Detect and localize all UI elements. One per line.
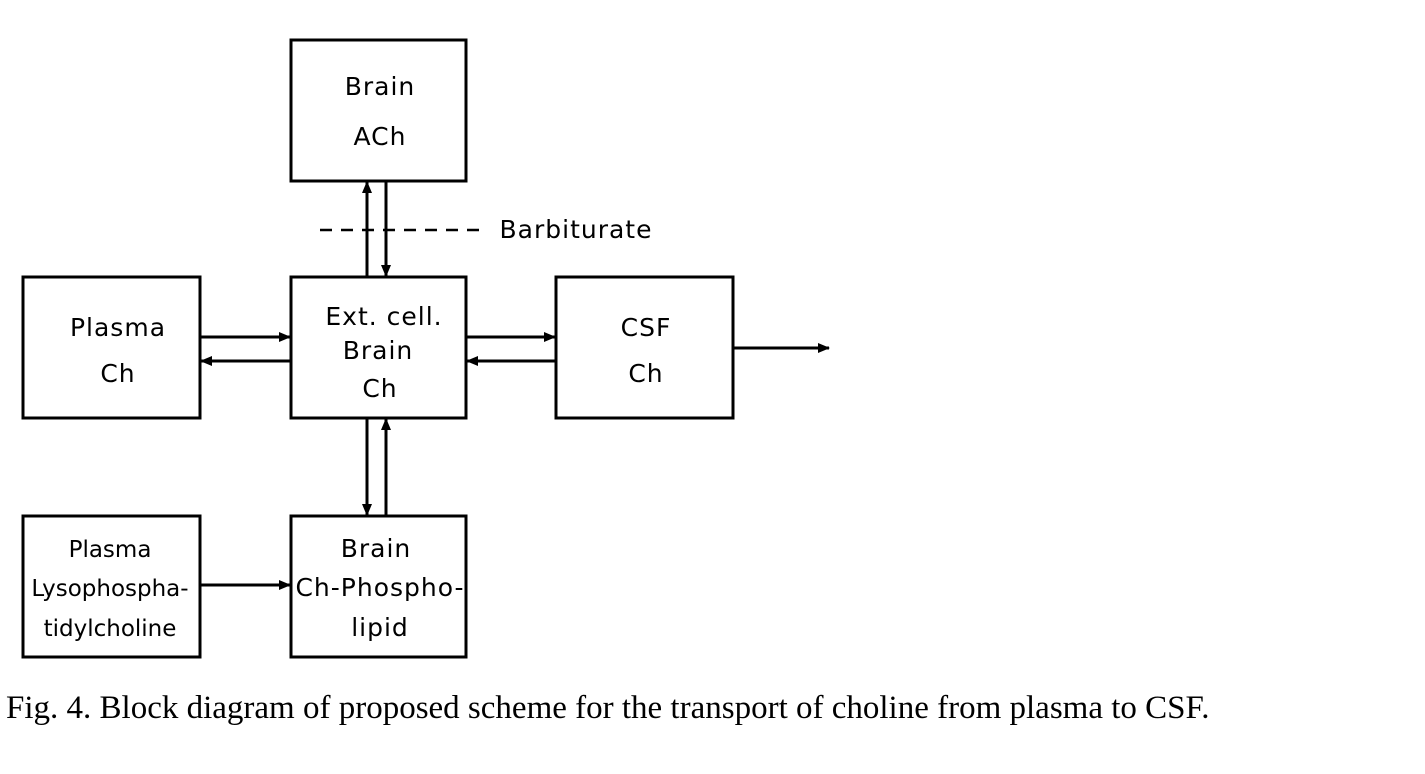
block-diagram: Brain ACh Plasma Ch Ext. cell. Brain Ch …: [21, 38, 830, 659]
node-ext-cell-line3: Ch: [362, 374, 397, 403]
node-ext-cell-brain-ch: Ext. cell. Brain Ch: [289, 275, 468, 420]
barbiturate-label: Barbiturate: [500, 215, 653, 244]
node-brain-phospholipid-line2: Ch-Phospho-: [295, 573, 464, 602]
node-brain-ach-line2: ACh: [354, 122, 407, 151]
node-plasma-lyso-line1: Plasma: [69, 537, 152, 563]
node-brain-ch-phospholipid: Brain Ch-Phospho- lipid: [289, 514, 468, 659]
node-brain-phospholipid-line1: Brain: [341, 534, 412, 563]
node-plasma-ch-line1: Plasma: [70, 313, 166, 342]
node-brain-ach-line1: Brain: [345, 72, 416, 101]
figure-caption: Fig. 4. Block diagram of proposed scheme…: [6, 690, 1210, 726]
node-plasma-ch: Plasma Ch: [21, 275, 202, 420]
node-plasma-ch-line2: Ch: [100, 359, 135, 388]
node-csf-ch: CSF Ch: [554, 275, 735, 420]
node-brain-phospholipid-line3: lipid: [351, 613, 409, 642]
node-brain-ach: Brain ACh: [289, 38, 468, 183]
node-csf-ch-line2: Ch: [628, 359, 663, 388]
node-ext-cell-line2: Brain: [343, 336, 414, 365]
node-csf-ch-line1: CSF: [621, 313, 672, 342]
node-ext-cell-line1: Ext. cell.: [325, 302, 442, 331]
node-plasma-lysophosphatidylcholine: Plasma Lysophospha- tidylcholine: [21, 514, 202, 659]
node-plasma-lyso-line3: tidylcholine: [44, 616, 177, 642]
node-plasma-lyso-line2: Lysophospha-: [31, 576, 188, 602]
